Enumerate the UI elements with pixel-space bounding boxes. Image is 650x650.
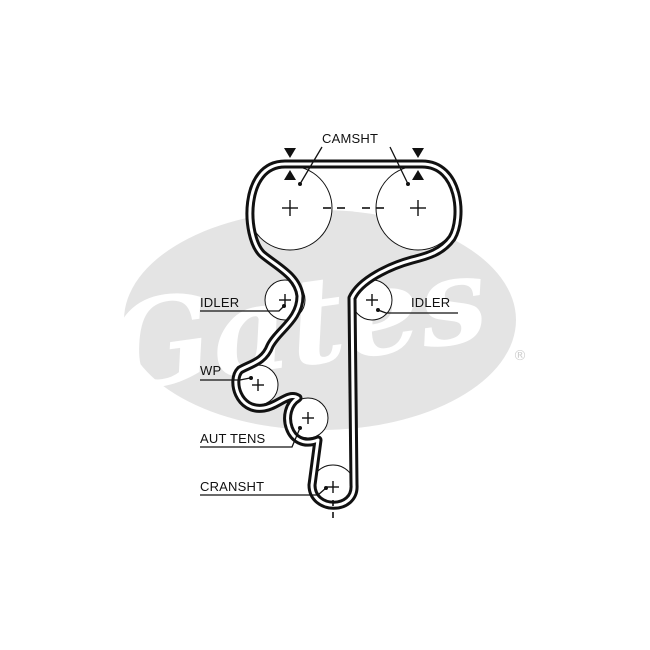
idler-left-label: IDLER <box>200 295 239 310</box>
leader-dots <box>249 182 410 490</box>
timing-arrow-left-down-icon <box>284 148 296 158</box>
auto-tensioner-label: AUT TENS <box>200 431 266 446</box>
pulley-centers <box>252 200 426 493</box>
idler-right-center-icon <box>366 294 378 306</box>
timing-belt-inner-edge <box>234 162 460 507</box>
timing-belt <box>231 159 463 510</box>
crankshaft-label: CRANSHT <box>200 479 264 494</box>
component-labels: CAMSHT IDLER IDLER WP AUT TENS CRANSHT <box>200 131 450 494</box>
camshaft-label: CAMSHT <box>322 131 378 146</box>
water-pump-leader <box>200 377 251 381</box>
idler-left-leader <box>200 305 285 312</box>
registered-mark: ® <box>513 348 527 364</box>
gates-logo-watermark: Gates ® <box>100 210 527 430</box>
camshaft-leader-right <box>389 146 409 185</box>
crankshaft-center-icon <box>327 481 339 493</box>
idler-left-center-icon <box>279 294 291 306</box>
water-pump-label: WP <box>200 363 221 378</box>
crankshaft-leader <box>200 487 327 496</box>
idler-right-label: IDLER <box>411 295 450 310</box>
logo-ellipse <box>124 210 516 430</box>
camshaft-left-center-icon <box>282 200 298 216</box>
tensioner-center-icon <box>302 412 314 424</box>
leader-lines <box>200 146 458 496</box>
tensioner-leader <box>200 427 301 448</box>
timing-arrow-right-up-icon <box>412 170 424 180</box>
timing-arrow-left-up-icon <box>284 170 296 180</box>
idler-right-leader <box>377 309 458 314</box>
camshaft-right-center-icon <box>410 200 426 216</box>
camshaft-leader-left <box>299 146 323 185</box>
timing-arrow-right-down-icon <box>412 148 424 158</box>
timing-marks <box>284 148 424 180</box>
water-pump-center-icon <box>252 379 264 391</box>
